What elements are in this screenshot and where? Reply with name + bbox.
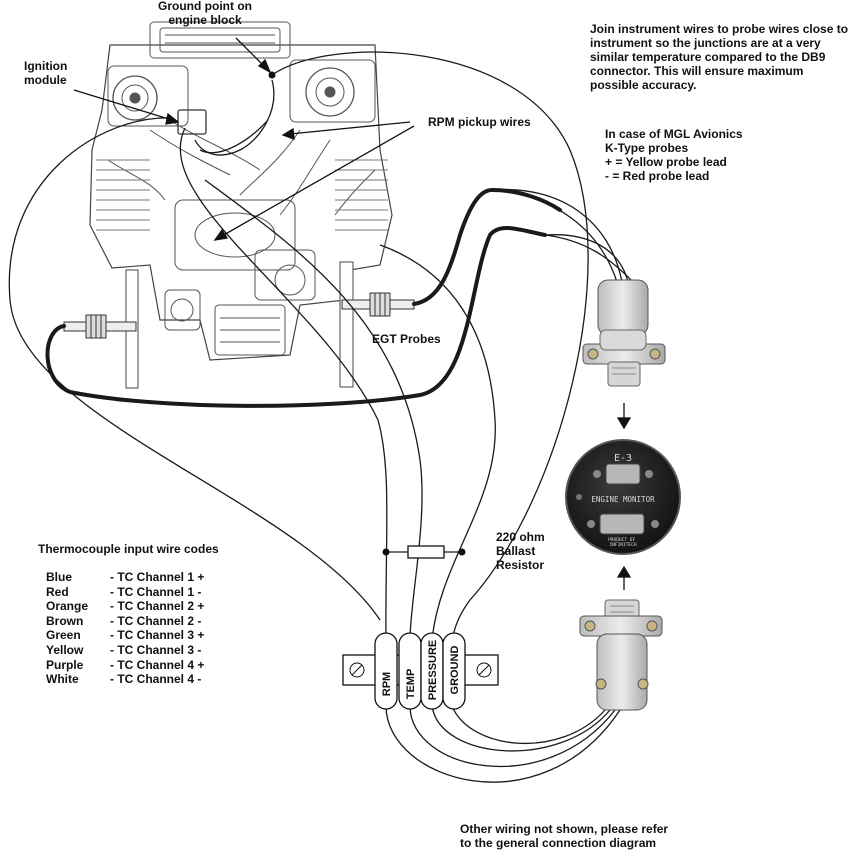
label-line: Ignition — [24, 59, 68, 73]
thermocouple-title: Thermocouple input wire codes — [38, 542, 219, 556]
label-line: Ballast — [496, 544, 536, 558]
db9-connector-upper — [582, 279, 666, 387]
thermocouple-row: Purple - TC Channel 4 + — [46, 658, 204, 673]
ground-junction — [268, 71, 276, 79]
tc-channel: - TC Channel 4 - — [110, 672, 202, 687]
thermocouple-row: Orange - TC Channel 2 + — [46, 599, 204, 614]
thermocouple-row: White - TC Channel 4 - — [46, 672, 204, 687]
tc-channel: - TC Channel 3 + — [110, 628, 205, 643]
terminal-ground: GROUND — [449, 646, 461, 695]
terminal-strip — [342, 632, 499, 710]
wire-color: Green — [46, 628, 81, 643]
engine-monitor-instrument — [565, 439, 681, 555]
egt-probes-label: EGT Probes — [372, 332, 441, 346]
label-line: - = Red probe lead — [605, 169, 710, 183]
junction-dot — [382, 548, 390, 556]
maker-line: INFINITECH — [609, 542, 636, 548]
engine-illustration — [89, 21, 393, 361]
terminal-rpm: RPM — [381, 672, 393, 696]
terminal-temp: TEMP — [405, 669, 417, 700]
tc-channel: - TC Channel 1 - — [110, 584, 202, 599]
thermocouple-codes: Blue- TC Channel 1 +Red- TC Channel 1 -O… — [46, 570, 204, 687]
wire-color: Red — [46, 584, 69, 599]
junction-note: Join instrument wires to probe wires clo… — [590, 22, 849, 92]
thermocouple-row: Yellow - TC Channel 3 - — [46, 643, 204, 658]
thermocouple-row: Brown - TC Channel 2 - — [46, 614, 204, 629]
label-line: K-Type probes — [605, 141, 689, 155]
label-line: In case of MGL Avionics — [605, 127, 743, 141]
bottom-note: Other wiring not shown, please refer to … — [460, 822, 668, 850]
db9-connector-lower — [579, 599, 663, 711]
label-line: + = Yellow probe lead — [605, 155, 727, 169]
thermocouple-row: Green - TC Channel 3 + — [46, 628, 204, 643]
ignition-module-label: Ignition module — [24, 59, 67, 87]
wire-color: Orange — [46, 599, 89, 614]
mgl-probe-note: In case of MGL Avionics K-Type probes + … — [605, 127, 743, 183]
rpm-pickup-label: RPM pickup wires — [428, 115, 531, 129]
wire-color: Yellow — [46, 642, 84, 657]
label-line: to the general connection diagram — [460, 836, 657, 850]
exhaust-pipe-right — [339, 261, 354, 388]
instrument-name: ENGINE MONITOR — [591, 495, 655, 504]
label-line: Resistor — [496, 558, 545, 572]
wire-color: Brown — [46, 613, 84, 628]
maker-line: PRODUCT OF — [608, 537, 635, 543]
tc-channel: - TC Channel 1 + — [110, 570, 205, 584]
ballast-resistor — [407, 545, 445, 559]
junction-dot — [458, 548, 466, 556]
tc-channel: - TC Channel 3 - — [110, 642, 202, 657]
tc-channel: - TC Channel 4 + — [110, 657, 205, 672]
instrument-maker: PRODUCT OF INFINITECH — [608, 537, 638, 548]
ground-point-label: Ground point on engine block — [158, 0, 252, 27]
label-line: Ground point on — [158, 0, 252, 13]
wire-color: White — [46, 672, 79, 687]
egt-probe-right — [341, 292, 415, 317]
thermocouple-row: Red - TC Channel 1 - — [46, 585, 204, 600]
wire-color: Blue — [46, 570, 73, 584]
annotation-arrows — [73, 37, 632, 590]
label-line: module — [24, 73, 67, 87]
label-line: Other wiring not shown, please refer — [460, 822, 669, 836]
wire-color: Purple — [46, 657, 84, 672]
tc-channel: - TC Channel 2 + — [110, 599, 205, 614]
terminal-pressure: PRESSURE — [427, 640, 439, 701]
label-line: engine block — [168, 13, 242, 27]
instrument-model: E-3 — [614, 453, 632, 464]
ballast-resistor-label: 220 ohm Ballast Resistor — [496, 530, 545, 572]
egt-probe-left — [63, 314, 137, 339]
thermocouple-row: Blue - TC Channel 1 + — [46, 570, 204, 585]
tc-channel: - TC Channel 2 - — [110, 613, 202, 628]
thermocouple-cable — [45, 187, 562, 408]
signal-wires — [8, 51, 634, 783]
label-line: 220 ohm — [496, 530, 545, 544]
